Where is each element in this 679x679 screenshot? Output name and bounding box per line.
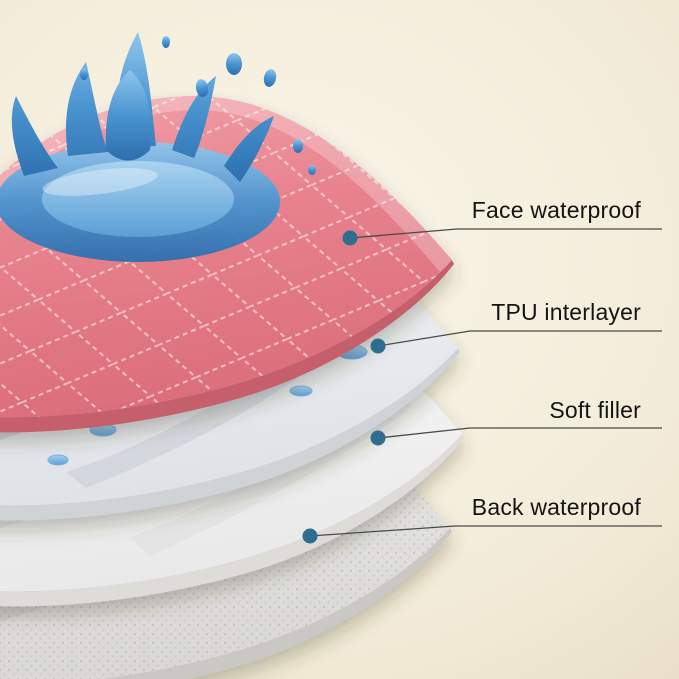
callout-dot-soft [370, 430, 386, 446]
callout-dots [302, 230, 386, 544]
callout-lines [309, 228, 662, 537]
callout-line-soft [377, 427, 662, 439]
callout-dot-tpu [370, 338, 386, 354]
water-splash [0, 32, 316, 262]
callout-line-face [349, 228, 662, 239]
water-droplet [47, 454, 69, 466]
callout-label-face-waterproof: Face waterproof [471, 197, 641, 223]
callout-dot-back [302, 528, 318, 544]
callout-line-tpu [377, 330, 662, 347]
water-droplet [289, 385, 313, 397]
callout-dot-face [342, 230, 358, 246]
callout-label-back-waterproof: Back waterproof [471, 494, 641, 520]
callout-label-soft-filler: Soft filler [549, 397, 641, 423]
callout-line-back [309, 525, 662, 537]
callout-label-tpu-interlayer: TPU interlayer [491, 299, 641, 325]
splash-droplets [80, 36, 316, 175]
